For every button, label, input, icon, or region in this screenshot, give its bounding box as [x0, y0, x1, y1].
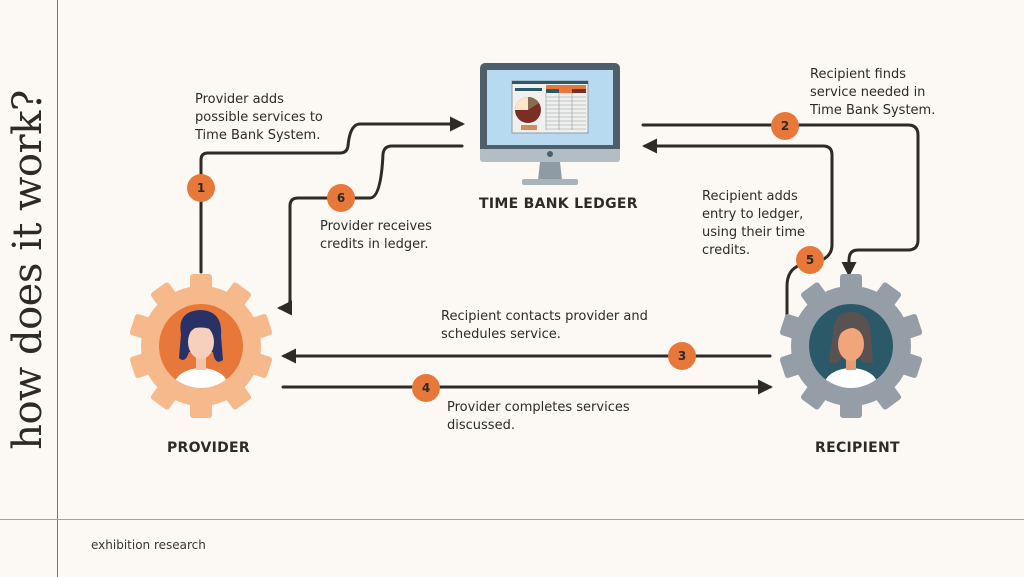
monitor-icon	[480, 63, 620, 185]
arrow-step-5	[642, 138, 834, 320]
step-4-badge: 4	[412, 374, 440, 402]
step-5-badge: 5	[796, 246, 824, 274]
recipient-gear-icon	[779, 274, 923, 418]
step-1-badge: 1	[187, 174, 215, 202]
recipient-avatar	[824, 312, 878, 388]
arrow-step-1	[199, 116, 465, 274]
step-6-badge: 6	[327, 184, 355, 212]
arrow-step-2	[641, 123, 920, 277]
footer-text: exhibition research	[91, 538, 206, 552]
provider-label: PROVIDER	[167, 440, 250, 456]
recipient-label: RECIPIENT	[815, 440, 900, 456]
provider-avatar	[174, 310, 228, 388]
arrow-step-6	[277, 144, 464, 316]
step-2-badge: 2	[771, 112, 799, 140]
ledger-label: TIME BANK LEDGER	[479, 196, 638, 212]
step-3-badge: 3	[668, 342, 696, 370]
vertical-divider	[57, 0, 58, 577]
provider-gear-icon	[129, 274, 273, 418]
horizontal-divider	[0, 519, 1024, 520]
